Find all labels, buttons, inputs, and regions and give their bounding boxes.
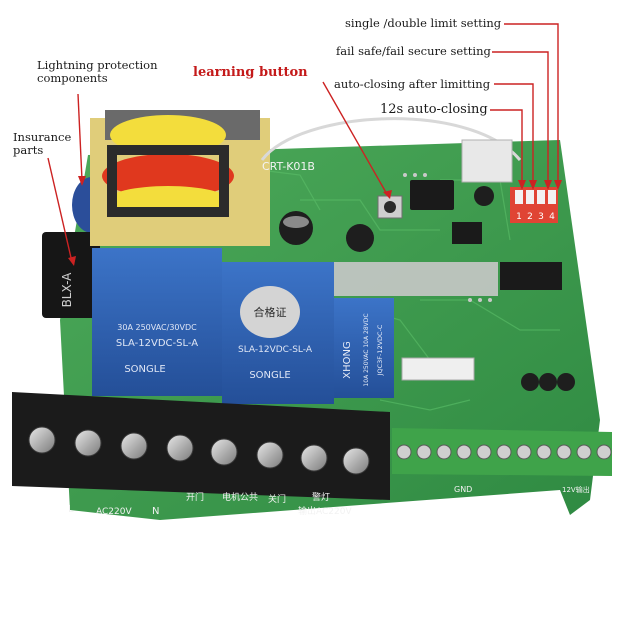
learning-button-switch [377, 195, 403, 219]
terminal-l: L [68, 504, 74, 515]
leader-limit [504, 23, 559, 185]
transformer [90, 110, 270, 246]
terminal-n: N [152, 506, 159, 517]
dip-number-4: 4 [549, 212, 555, 222]
relay2-brand: SONGLE [249, 370, 290, 381]
terminal-gnd: GND [454, 485, 472, 494]
relay-2: 合格证 SLA-12VDC-SL-A SONGLE [222, 262, 334, 404]
small-relay-rating: 10A 250VAC 10A 28VDC [363, 313, 370, 386]
board-model: CRT-K01B [262, 160, 315, 173]
terminal-close: 关门 [268, 493, 286, 505]
fuse-label: BLX-A [60, 272, 74, 308]
relay1-rating: 30A 250VAC/30VDC [117, 323, 197, 332]
capacitors [279, 186, 575, 391]
leader-failsafe [492, 51, 549, 185]
terminal-light: 警灯 [312, 491, 330, 503]
terminal-output: 输出AC220V [298, 505, 352, 517]
terminal-ac220v: AC220V [96, 507, 132, 517]
label-learning-button: learning button [193, 65, 308, 80]
label-auto-closing-limit: auto-closing after limitting [334, 77, 491, 91]
dip-switch: 1 2 3 4 [510, 187, 558, 223]
small-relay-model: JQC3F-12VDC-C [376, 324, 384, 376]
dip-number-1: 1 [516, 212, 522, 222]
black-terminal-block: L AC220V N 开门 电机公共 关门 警灯 输出AC220V [12, 392, 390, 517]
terminal-open: 开门 [186, 491, 204, 503]
relay2-model: SLA-12VDC-SL-A [238, 345, 313, 355]
dip-number-3: 3 [538, 212, 544, 222]
label-lightning-protection: Lightning protection components [37, 58, 158, 85]
relay-1: SLA-12VDC-SL-A 30A 250VAC/30VDC SONGLE [92, 248, 222, 396]
leader-autoclose-limit [494, 83, 534, 185]
leader-autoclose-12s [490, 109, 523, 185]
green-terminal-block: GND 12V输出 [392, 428, 612, 494]
label-fail-safe: fail safe/fail secure setting [336, 44, 491, 58]
qc-label: 合格证 [254, 305, 287, 319]
terminal-12v: 12V输出 [562, 485, 590, 494]
leader-lightning [77, 93, 83, 181]
dip-number-2: 2 [527, 212, 533, 222]
small-relay-brand: XHONG [342, 341, 353, 378]
label-insurance-parts: Insurance parts [13, 130, 72, 157]
label-auto-closing-12s: 12s auto-closing [380, 102, 488, 117]
white-header [401, 357, 475, 381]
label-limit-setting: single /double limit setting [345, 16, 502, 30]
leader-arrowheads [68, 176, 562, 266]
fuse-holder: BLX-A [42, 232, 100, 318]
leader-lines [47, 23, 559, 263]
leader-learning [322, 81, 389, 197]
relay1-brand: SONGLE [124, 364, 165, 375]
terminal-motor: 电机公共 [222, 491, 258, 503]
leader-insurance [47, 157, 73, 263]
white-connector [461, 139, 513, 183]
relay1-model: SLA-12VDC-SL-A [116, 338, 198, 349]
ic-chips [410, 180, 562, 290]
relay-small: XHONG 10A 250VAC 10A 28VDC JQC3F-12VDC-C [334, 298, 394, 398]
